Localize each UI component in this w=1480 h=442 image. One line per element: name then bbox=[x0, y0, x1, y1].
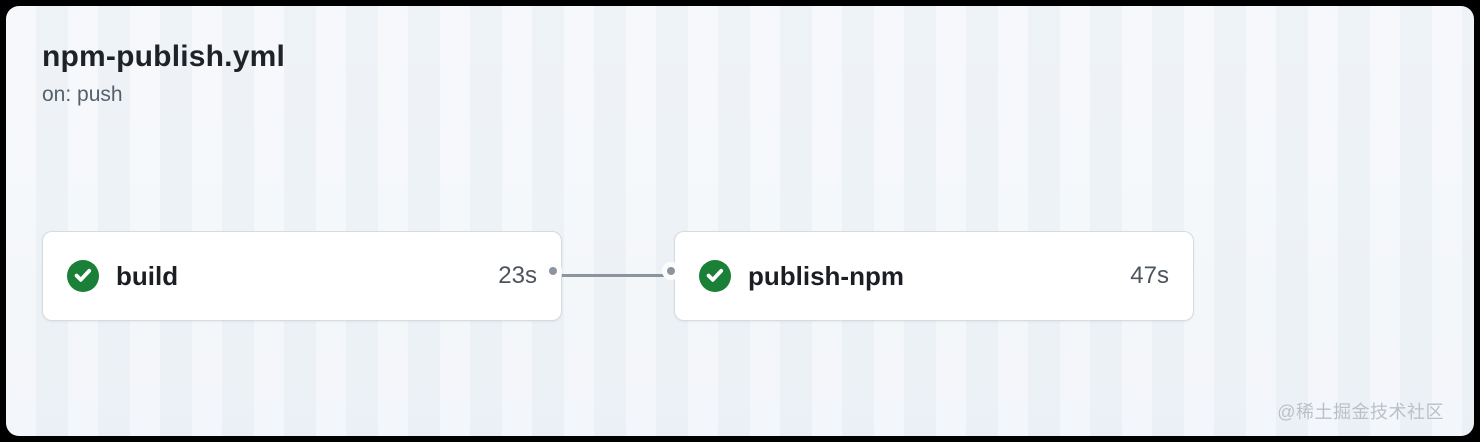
workflow-title: npm-publish.yml bbox=[42, 40, 285, 73]
connector-dot-out bbox=[544, 262, 562, 280]
job-duration: 23s bbox=[498, 262, 537, 289]
check-circle-icon bbox=[67, 260, 99, 292]
job-node-publish-npm[interactable]: publish-npm 47s bbox=[674, 231, 1194, 321]
workflow-graph-canvas: npm-publish.yml on: push build 23s publi… bbox=[6, 6, 1474, 436]
job-duration: 47s bbox=[1130, 262, 1169, 289]
workflow-trigger: on: push bbox=[42, 83, 123, 106]
check-circle-icon bbox=[699, 260, 731, 292]
workflow-header: npm-publish.yml on: push bbox=[42, 40, 285, 107]
job-connector-line bbox=[558, 274, 676, 277]
connector-dot-in bbox=[662, 262, 680, 280]
job-name: publish-npm bbox=[748, 260, 904, 291]
job-node-build[interactable]: build 23s bbox=[42, 231, 562, 321]
job-name: build bbox=[116, 260, 179, 291]
watermark: @稀土掘金技术社区 bbox=[1277, 402, 1444, 422]
